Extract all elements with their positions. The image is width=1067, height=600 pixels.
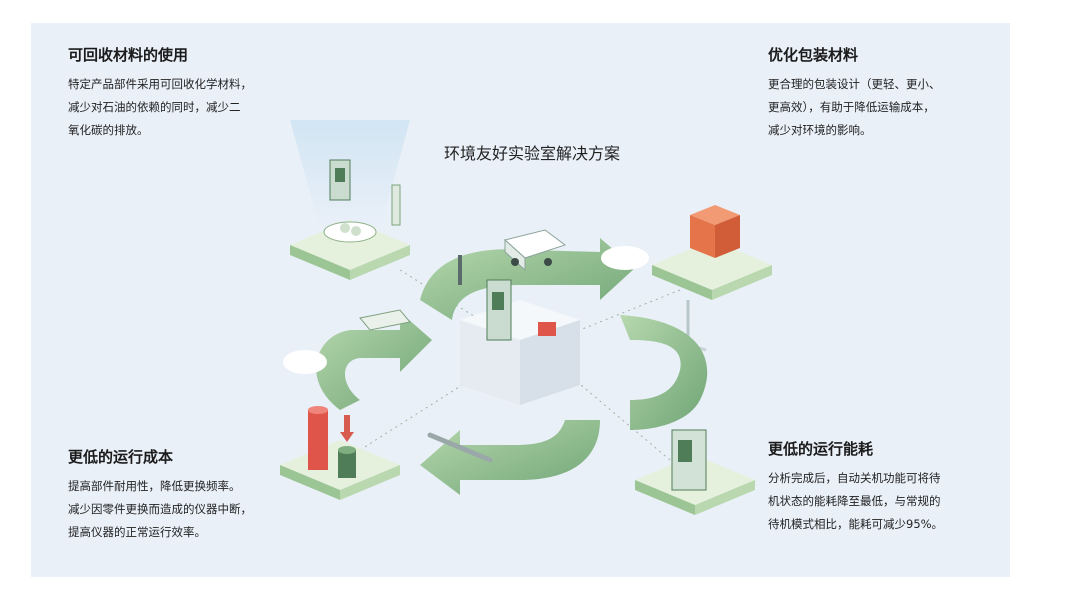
solar-panel-icon: [359, 309, 411, 331]
cycle-arrows: [316, 238, 708, 495]
instrument-icon: [460, 279, 580, 405]
running-cost-block: 更低的运行成本 提高部件耐用性，降低更换频率。 减少因零件更换而造成的仪器中断，…: [68, 446, 308, 544]
cloud-icon: [601, 246, 649, 270]
packaging-block: 优化包装材料 更合理的包装设计（更轻、更小、 更高效），有助于降低运输成本， 减…: [768, 44, 998, 142]
coin-stack-icon: [280, 406, 400, 500]
recyclable-materials-block: 可回收材料的使用 特定产品部件采用可回收化学材料， 减少对石油的依赖的同时，减少…: [68, 44, 308, 142]
truck-icon: [503, 229, 567, 272]
packaging-heading: 优化包装材料: [768, 46, 859, 64]
energy-heading: 更低的运行能耗: [768, 440, 874, 458]
package-box-icon: [652, 205, 772, 300]
cloud-icon: [283, 350, 327, 374]
energy-text: 分析完成后，自动关机功能可将待 机状态的能耗降至最低，与常规的 待机模式相比，能…: [768, 471, 944, 531]
packaging-text: 更合理的包装设计（更轻、更小、 更高效），有助于降低运输成本， 减少对环境的影响…: [768, 77, 941, 137]
wind-turbine-icon: [635, 300, 755, 515]
running-cost-heading: 更低的运行成本: [68, 448, 174, 466]
background-panel: [31, 23, 1010, 577]
wrench-icon: [427, 255, 493, 463]
diagram-title: 环境友好实验室解决方案: [444, 144, 621, 163]
recyclable-materials-heading: 可回收材料的使用: [68, 46, 189, 64]
running-cost-text: 提高部件耐用性，降低更换频率。 减少因零件更换而造成的仪器中断， 提高仪器的正常…: [68, 479, 252, 539]
connector-lines: [359, 269, 681, 461]
recycle-plant-icon: [290, 120, 410, 280]
energy-block: 更低的运行能耗 分析完成后，自动关机功能可将待 机状态的能耗降至最低，与常规的 …: [768, 438, 998, 536]
recyclable-materials-text: 特定产品部件采用可回收化学材料， 减少对石油的依赖的同时，减少二 氧化碳的排放。: [68, 77, 252, 137]
